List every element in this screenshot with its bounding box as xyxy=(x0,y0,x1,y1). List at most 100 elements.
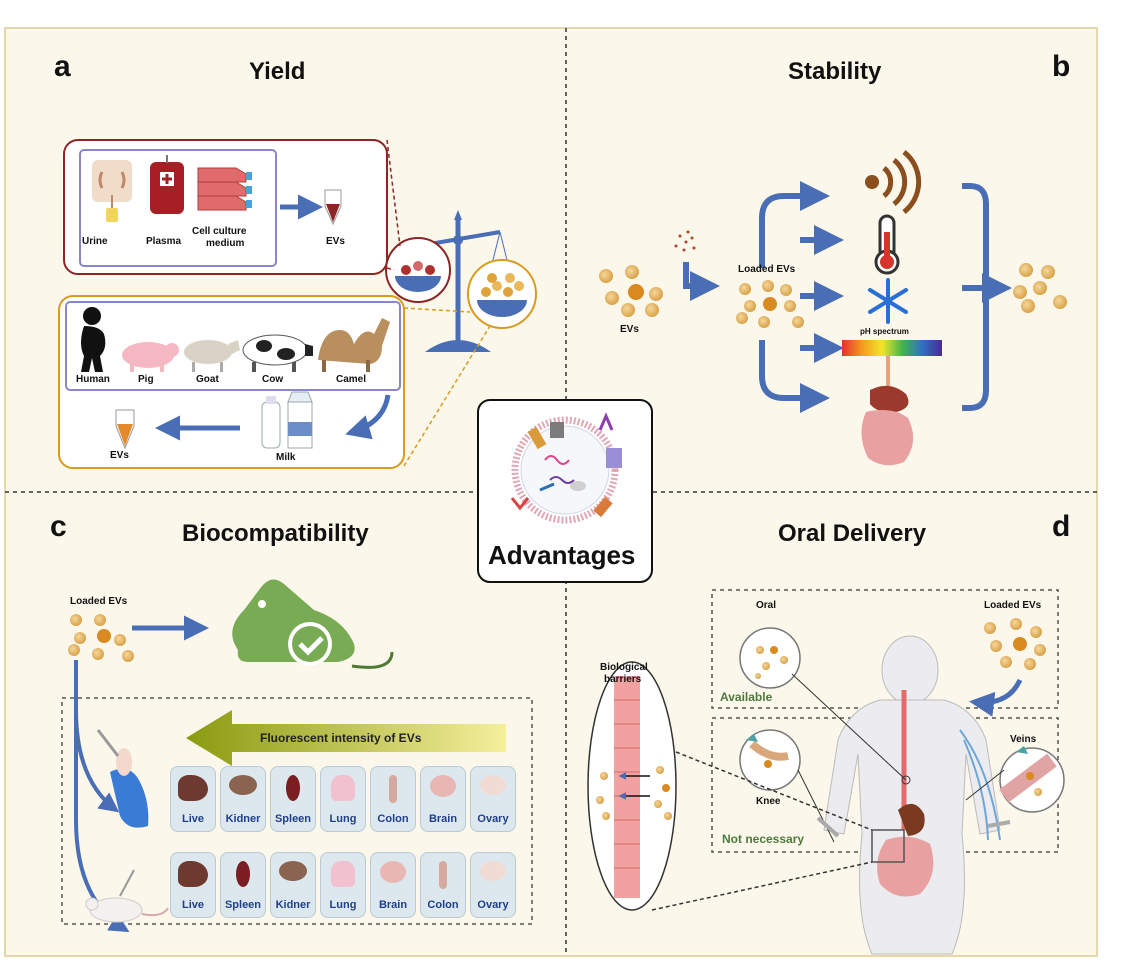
organ-tile: Lung xyxy=(320,852,366,918)
panel-d-letter: d xyxy=(1052,510,1071,543)
cell-culture-flask-icon xyxy=(197,167,252,211)
stability-fork xyxy=(759,181,830,268)
evs-top-label: EVs xyxy=(326,236,345,247)
loaded-ev-particles-c xyxy=(68,614,134,662)
imaging-box xyxy=(61,697,533,925)
animal-pig-label: Pig xyxy=(138,374,154,385)
organ-label: Kidner xyxy=(225,813,261,825)
animal-cow-label: Cow xyxy=(262,374,284,385)
advantages-title: Advantages xyxy=(488,540,636,570)
lung-icon xyxy=(331,775,355,801)
organ-label: Brain xyxy=(428,813,458,825)
available-label: Available xyxy=(720,690,773,704)
organ-label: Spleen xyxy=(274,813,312,825)
spleen-icon xyxy=(286,775,300,801)
organ-tile: Kidner xyxy=(270,852,316,918)
organ-tile: Brain xyxy=(370,852,416,918)
organ-label: Colon xyxy=(427,899,459,911)
panel-d-title: Oral Delivery xyxy=(778,520,927,547)
ev-tube-top-icon xyxy=(324,189,342,226)
body-silhouette-icon xyxy=(823,635,1001,955)
organ-label: Ovary xyxy=(477,813,509,825)
not-necessary-label: Not necessary xyxy=(722,832,805,846)
animal-goat-label: Goat xyxy=(196,374,219,385)
loaded-evs-label-d: Loaded EVs xyxy=(984,600,1042,611)
cell-culture-label: Cell culture xyxy=(192,226,247,237)
barrier-zoom-rect xyxy=(871,829,905,863)
liver-icon xyxy=(178,861,208,887)
animal-human-label: Human xyxy=(76,374,110,385)
kidney-icon xyxy=(229,775,257,795)
organ-label: Ovary xyxy=(477,899,509,911)
organ-tile: Live xyxy=(170,852,216,918)
veins-label: Veins xyxy=(1010,734,1037,745)
colon-icon xyxy=(389,775,397,803)
urine-icon xyxy=(92,160,132,222)
pig-icon xyxy=(122,342,179,372)
organ-label: Colon xyxy=(377,813,409,825)
ev-vesicle-icon xyxy=(510,412,622,524)
organ-label: Brain xyxy=(378,899,408,911)
oral-leader xyxy=(791,673,907,781)
animal-camel-label: Camel xyxy=(336,374,367,385)
camel-icon xyxy=(318,318,390,372)
organ-tile: Ovary xyxy=(470,852,516,918)
loaded-ev-particles-d xyxy=(984,618,1046,670)
milk-box-orange xyxy=(58,295,405,469)
oral-zoom-circle xyxy=(739,627,801,689)
source-box-inner xyxy=(79,149,277,267)
ev-tube-bottom-icon xyxy=(115,409,135,450)
oral-ev-particles xyxy=(755,646,788,679)
syringe-arm-icon xyxy=(987,820,1011,828)
scale-pan-left xyxy=(395,261,441,292)
vein-icon xyxy=(999,746,1057,803)
arrow-to-milk xyxy=(345,394,391,440)
scale-pan-right xyxy=(477,273,527,317)
loading-arrow xyxy=(683,262,720,301)
ph-spectrum-label: pH spectrum xyxy=(860,327,909,336)
organ-label: Live xyxy=(181,813,204,825)
ovary-icon xyxy=(480,775,506,795)
organ-tile: Colon xyxy=(370,766,416,832)
organ-tile: Colon xyxy=(420,852,466,918)
organ-label: Lung xyxy=(329,899,357,911)
mouse-check-icon xyxy=(232,579,394,669)
organ-tile: Spleen xyxy=(220,852,266,918)
liver-icon xyxy=(178,775,208,801)
scale-pan-right-circle xyxy=(467,259,537,329)
loaded-evs-label-b: Loaded EVs xyxy=(738,264,796,275)
cow-icon xyxy=(242,334,313,372)
organ-label: Spleen xyxy=(224,899,262,911)
organ-label: Kidner xyxy=(275,899,311,911)
syringe-knee-icon xyxy=(816,816,840,838)
plasma-label: Plasma xyxy=(146,236,182,247)
organ-tile: Spleen xyxy=(270,766,316,832)
loaded-evs-label-c: Loaded EVs xyxy=(70,596,128,607)
animal-box-inner xyxy=(65,301,401,391)
oral-label: Oral xyxy=(756,600,777,611)
urine-label: Urine xyxy=(82,236,108,247)
panel-a-title: Yield xyxy=(249,58,306,85)
fluorescence-label: Fluorescent intensity of EVs xyxy=(260,731,422,745)
ph-bar xyxy=(842,340,942,356)
kidney-icon xyxy=(279,861,307,881)
organ-row-2: Live Spleen Kidner Lung Brain Colon Ovar… xyxy=(170,852,516,918)
panel-c-letter: c xyxy=(50,510,67,543)
spleen-icon xyxy=(236,861,250,887)
evs-label-b: EVs xyxy=(620,324,639,335)
mouse-white-icon xyxy=(85,869,169,923)
panel-a-letter: a xyxy=(54,50,71,83)
loaded-ev-particles-b xyxy=(736,280,804,328)
panel-b-title: Stability xyxy=(788,58,882,85)
organ-tile: Brain xyxy=(420,766,466,832)
snowflake-icon xyxy=(868,278,908,324)
organ-tile: Kidner xyxy=(220,766,266,832)
arrow-to-mouth xyxy=(969,678,1023,717)
biological-barriers-label-1: Biological xyxy=(600,662,648,673)
goat-icon xyxy=(184,340,240,372)
organ-tile: Ovary xyxy=(470,766,516,832)
biological-barriers-label-2: barriers xyxy=(604,674,642,685)
drug-particles-icon xyxy=(674,230,696,252)
